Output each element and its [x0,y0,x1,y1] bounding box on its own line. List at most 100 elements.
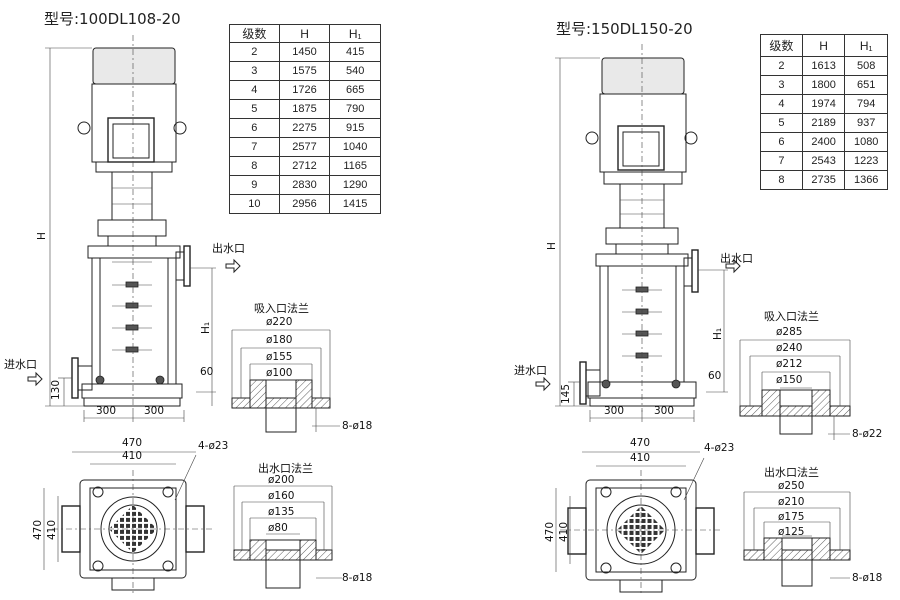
table-cell: 415 [329,42,381,62]
left-outlet-label: 出水口 [212,242,245,255]
table-cell: 651 [844,75,888,95]
table-header: H [801,34,846,57]
left-elevation-dimensions [27,47,241,422]
table-cell: 10 [229,194,280,214]
table-cell: 794 [844,94,888,114]
table-cell: 508 [844,56,888,76]
right-pump-elevation [579,44,699,412]
right-suction-flange-label: 吸入口法兰 [764,310,819,323]
table-cell: 915 [329,118,381,138]
table-cell: 1875 [278,99,331,119]
left-outlet-flange-label: 出水口法兰 [258,462,313,475]
table-cell: 4 [229,80,280,100]
table-cell: 6 [229,118,280,138]
left-suction-dim-1: ø220 [266,316,293,328]
table-cell: 1575 [278,61,331,81]
left-suction-dim-2: ø180 [266,334,293,346]
right-suction-dim-1: ø285 [776,326,803,338]
right-outlet-dim-2: ø210 [778,496,805,508]
right-dim-470w: 470 [630,437,651,449]
right-dim-H1: H₁ [712,327,724,340]
table-cell: 1165 [329,156,381,176]
right-outlet-bolts: 8-ø18 [852,572,883,584]
table-cell: 790 [329,99,381,119]
left-dim-130: 130 [50,379,62,400]
right-outlet-dim-3: ø175 [778,511,805,523]
left-suction-flange [231,329,340,433]
right-dim-410h: 410 [558,521,570,542]
left-outlet-dim-3: ø135 [268,506,295,518]
table-cell: 2577 [278,137,331,157]
right-model-title: 型号:150DL150-20 [556,20,693,38]
table-cell: 2 [229,42,280,62]
right-suction-dim-4: ø150 [776,374,803,386]
table-cell: 1080 [844,132,888,152]
left-model-title: 型号:100DL108-20 [44,10,181,28]
right-outlet-dim-4: ø125 [778,526,805,538]
table-cell: 7 [229,137,280,157]
table-header: H [278,24,331,43]
left-dim-H1: H₁ [200,321,212,334]
table-cell: 3 [760,75,803,95]
left-dim-holes: 4-ø23 [198,440,229,452]
table-header: H₁ [844,34,888,57]
table-cell: 5 [760,113,803,133]
table-cell: 8 [760,170,803,190]
right-dim-holes: 4-ø23 [704,442,735,454]
table-cell: 2543 [801,151,846,171]
left-dim-470w: 470 [122,437,143,449]
table-header: H₁ [329,24,381,43]
right-suction-dim-2: ø240 [776,342,803,354]
table-header: 级数 [229,24,280,43]
table-cell: 2189 [801,113,846,133]
table-cell: 8 [229,156,280,176]
table-cell: 2400 [801,132,846,152]
left-outlet-dim-4: ø80 [268,522,288,534]
table-cell: 1366 [844,170,888,190]
table-cell: 1613 [801,56,846,76]
left-dim-60: 60 [200,366,214,378]
left-plan-view [43,451,212,594]
right-dim-470h: 470 [544,521,556,542]
table-cell: 7 [760,151,803,171]
table-cell: 1974 [801,94,846,114]
table-cell: 3 [229,61,280,81]
right-dim-410w: 410 [630,452,651,464]
right-dim-300a: 300 [604,405,625,417]
table-cell: 1415 [329,194,381,214]
left-outlet-flange [233,485,342,589]
left-dim-H: H [36,232,48,240]
table-cell: 6 [760,132,803,152]
table-cell: 2712 [278,156,331,176]
table-cell: 1726 [278,80,331,100]
right-outlet-flange [743,491,851,587]
left-outlet-bolts: 8-ø18 [342,572,373,584]
table-header: 级数 [760,34,803,57]
table-cell: 1040 [329,137,381,157]
table-cell: 937 [844,113,888,133]
left-suction-dim-4: ø100 [266,367,293,379]
table-cell: 2830 [278,175,331,195]
left-outlet-dim-2: ø160 [268,490,295,502]
table-cell: 9 [229,175,280,195]
table-cell: 4 [760,94,803,114]
left-pump-elevation [71,35,191,412]
table-cell: 2735 [801,170,846,190]
right-outlet-dim-1: ø250 [778,480,805,492]
table-cell: 540 [329,61,381,81]
